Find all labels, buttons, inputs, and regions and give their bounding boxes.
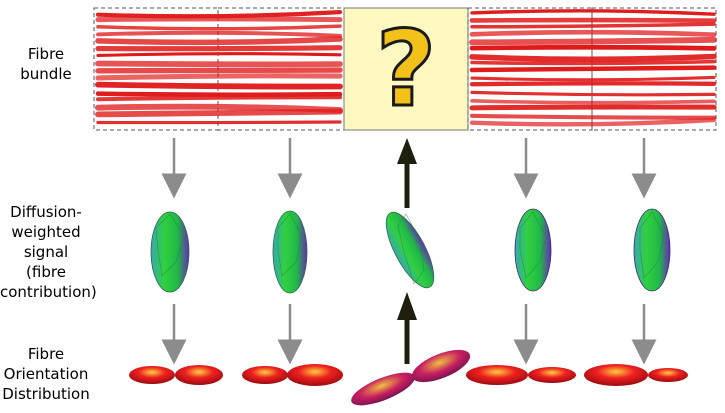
fibre-strand <box>469 113 717 120</box>
fibre-strand <box>96 52 342 58</box>
fibre-strand <box>469 117 717 127</box>
fibre-orientation-row-label: Fibre Orientation Distribution <box>2 345 90 403</box>
signal-blob-3-tilted <box>385 211 435 289</box>
fibre-strand <box>95 60 343 68</box>
fibre-strand <box>469 36 717 46</box>
fibre-strand <box>95 81 343 90</box>
fibre-bundle-tiles <box>93 7 717 131</box>
fibre-strand <box>95 108 343 118</box>
up-arrow-to-signal <box>397 292 417 364</box>
fibre-strand <box>470 90 716 97</box>
odf-lobes-1 <box>129 365 223 385</box>
fibre-strand <box>469 104 717 111</box>
fibre-strand <box>95 45 343 52</box>
unknown-question-mark: ? <box>374 8 437 130</box>
fibre-strand <box>469 53 717 63</box>
fibre-strand <box>95 67 343 74</box>
odf-lobes-2 <box>242 364 343 386</box>
fibre-strands-left <box>95 9 343 125</box>
fibre-strand <box>469 44 717 51</box>
signal-arrows <box>161 138 657 365</box>
fibre-strand <box>96 30 342 38</box>
fibre-strand <box>469 29 717 38</box>
fibre-strand <box>96 24 342 31</box>
fibre-strand <box>95 36 343 46</box>
fibre-strand <box>95 103 343 114</box>
fibre-strand <box>96 95 342 102</box>
fibre-strand <box>470 22 716 29</box>
odf-lobes-5 <box>584 364 688 386</box>
fibre-strand <box>469 17 717 23</box>
fibre-strand <box>95 16 343 23</box>
signal-blob-1 <box>150 211 190 293</box>
odf-lobes-4 <box>466 365 576 385</box>
up-arrow-to-bundle <box>397 138 417 208</box>
odf-shapes <box>129 349 688 406</box>
fibre-strand <box>96 120 342 125</box>
fibre-bundle-row-label: Fibre bundle <box>20 45 72 83</box>
fibre-strand <box>95 9 343 19</box>
fibre-strand <box>469 65 717 73</box>
diffusion-signal-row-label: Diffusion- weighted signal (fibre contri… <box>0 203 97 301</box>
signal-blob-4 <box>514 208 552 292</box>
fibre-strand <box>95 73 343 81</box>
signal-shapes <box>150 208 671 294</box>
fibre-strand <box>470 9 716 16</box>
odf-lobes-3-tilted <box>351 349 471 406</box>
signal-blob-2 <box>272 210 308 294</box>
signal-blob-5 <box>633 208 671 292</box>
fibre-strands-right <box>469 9 717 127</box>
fibre-strand <box>470 75 716 82</box>
fibre-strand <box>470 99 716 105</box>
fibre-strand <box>95 91 343 98</box>
fibre-strand <box>470 59 716 66</box>
fibre-strand <box>469 81 717 87</box>
unknown-tile-highlight <box>343 7 469 131</box>
